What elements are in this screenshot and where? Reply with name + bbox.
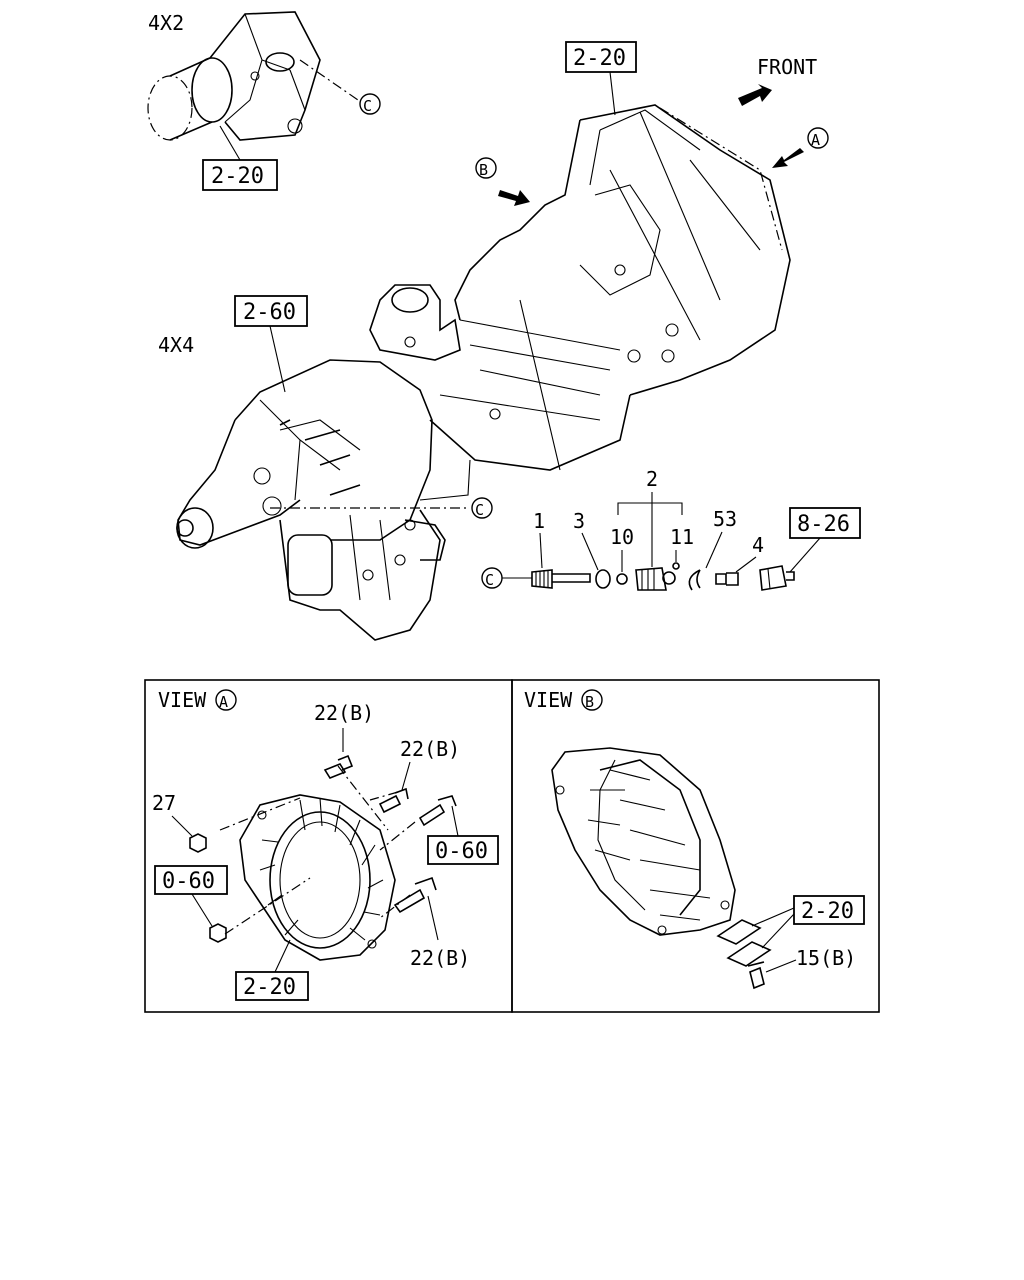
front-arrow-icon <box>738 84 772 106</box>
view-a-arrow-icon <box>772 148 804 168</box>
variant-label-4x2: 4X2 <box>148 11 184 35</box>
part-2-label: 2 <box>646 467 658 491</box>
view-b-arrow-icon <box>498 190 530 206</box>
plate-view-b <box>726 941 772 967</box>
leader-8-26 <box>789 537 821 573</box>
ref-box-2-20-view-b <box>793 895 865 925</box>
ref-2-20-main: 2-20 <box>573 46 626 71</box>
bell-housing-view-b <box>551 747 736 936</box>
oring-part-10 <box>616 573 628 585</box>
leader-part-2 <box>617 492 683 567</box>
ref-box-2-20-main <box>565 41 637 73</box>
driven-gear-part-1 <box>531 569 591 589</box>
ref-2-20-view-a: 2-20 <box>243 975 296 1000</box>
view-b-15b: 15(B) <box>796 946 856 970</box>
view-a-title-circle <box>215 689 237 711</box>
leader-0-60-left <box>191 893 213 927</box>
washer-part-3 <box>595 569 611 589</box>
variant-label-4x4: 4X4 <box>158 333 194 357</box>
leader-0-60-right <box>451 805 459 837</box>
gasket-view-b <box>716 919 762 945</box>
front-label: FRONT <box>757 55 817 79</box>
leader-15b <box>765 959 797 973</box>
leader-22b-bottom <box>427 895 439 941</box>
leader-c-4x2 <box>299 59 359 101</box>
view-a-title: VIEW <box>158 688 207 712</box>
leader-part-3 <box>581 532 599 571</box>
clip-part-53 <box>688 569 701 591</box>
ref-2-20-4x2: 2-20 <box>211 164 264 189</box>
ref-box-8-26 <box>789 507 861 539</box>
speed-sensor <box>759 565 795 591</box>
ref-2-60: 2-60 <box>243 300 296 325</box>
extension-housing-4x2 <box>147 11 321 141</box>
transfer-case <box>176 359 446 641</box>
ref-box-0-60-right <box>427 835 499 865</box>
circle-a-marker <box>807 127 829 149</box>
leader-27 <box>171 815 193 837</box>
view-a-22b-bottom: 22(B) <box>410 946 470 970</box>
leader-2-20-4x2 <box>219 125 241 161</box>
ref-2-20-view-b: 2-20 <box>801 899 854 924</box>
ref-8-26: 8-26 <box>797 512 850 537</box>
bolt-part-4 <box>715 572 739 586</box>
leader-22b-mid <box>401 761 411 791</box>
ref-0-60-right: 0-60 <box>435 839 488 864</box>
nut-0-60 <box>209 923 227 943</box>
part-53-label: 53 <box>713 507 737 531</box>
view-a-22b-top: 22(B) <box>314 701 374 725</box>
leader-2-20-view-b <box>751 907 795 949</box>
seal-part-11 <box>672 562 680 570</box>
circle-c-marker-4x4 <box>471 497 493 519</box>
marker-c-parts: C <box>485 571 494 589</box>
bolt-22b-mid <box>378 787 409 814</box>
part-10-label: 10 <box>610 525 634 549</box>
part-11-label: 11 <box>670 525 694 549</box>
part-3-label: 3 <box>573 509 585 533</box>
transmission-body <box>369 104 791 501</box>
ref-0-60-left: 0-60 <box>162 869 215 894</box>
view-b-marker: B <box>585 693 594 711</box>
view-a-marker: A <box>219 693 228 711</box>
leader-part-4 <box>735 556 757 573</box>
marker-b-arrow: B <box>479 161 488 179</box>
marker-c-4x4: C <box>475 501 484 519</box>
bolt-0-60 <box>418 795 457 827</box>
leader-2-20-main <box>609 71 616 116</box>
view-a-27: 27 <box>152 791 176 815</box>
part-4-label: 4 <box>752 533 764 557</box>
ref-box-2-60 <box>234 295 308 327</box>
sleeve-part-2 <box>635 567 676 591</box>
view-a-22b-mid: 22(B) <box>400 737 460 761</box>
view-b-title: VIEW <box>524 688 573 712</box>
ref-box-2-20-4x2 <box>202 159 278 191</box>
bolt-22b-bottom <box>393 876 437 914</box>
view-b-title-circle <box>581 689 603 711</box>
marker-c-4x2: C <box>363 97 372 115</box>
view-b-panel <box>511 679 880 1013</box>
circle-c-marker-4x2 <box>359 93 381 115</box>
bolt-15b <box>747 961 765 990</box>
part-1-label: 1 <box>533 509 545 533</box>
marker-a-arrow: A <box>811 131 820 149</box>
bolt-22b-top <box>323 754 354 779</box>
view-a-assembly-lines <box>219 765 416 935</box>
nut-27 <box>189 833 207 853</box>
ref-box-0-60-left <box>154 865 228 895</box>
leader-part-53 <box>705 531 723 569</box>
leader-2-20-view-a <box>274 939 291 973</box>
ref-box-2-20-view-a <box>235 971 309 1001</box>
leader-part-1 <box>539 532 543 569</box>
bell-housing-view-a <box>239 794 396 961</box>
circle-b-marker <box>475 157 497 179</box>
